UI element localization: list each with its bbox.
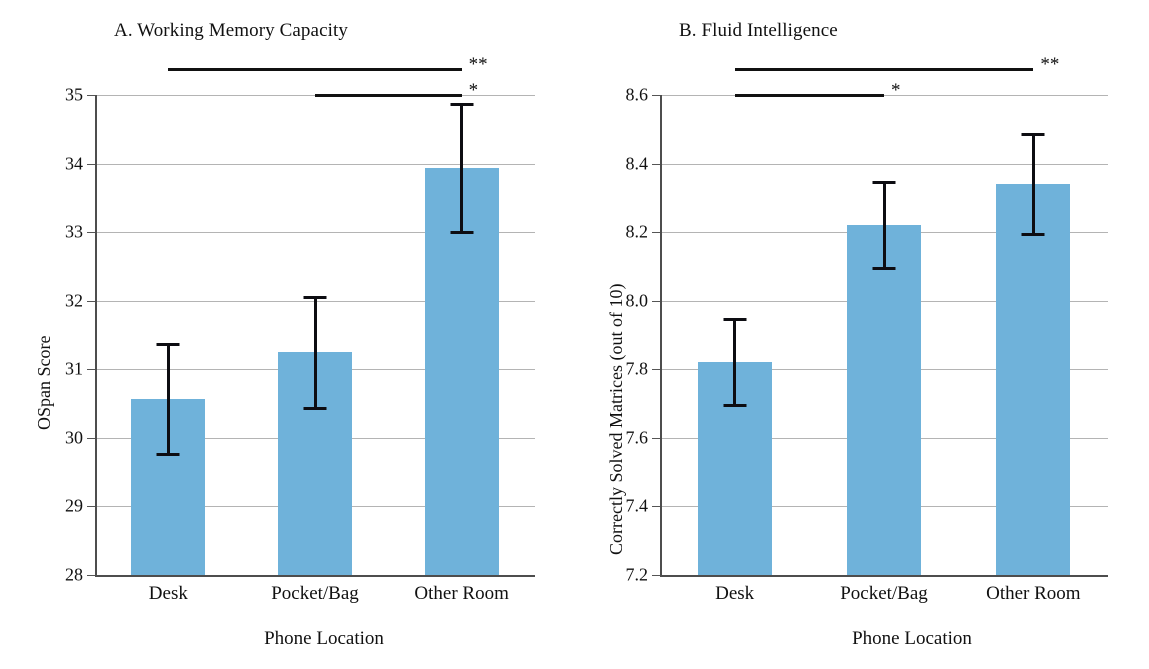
chart-panel-b: B. Fluid Intelligence Correctly Solved M… — [574, 0, 1148, 669]
y-axis-tick-label: 30 — [65, 427, 83, 448]
error-bar-cap — [1021, 132, 1045, 136]
y-axis-tick — [652, 506, 660, 508]
error-bar-cap — [450, 103, 474, 107]
error-bar — [733, 317, 737, 407]
y-axis-tick — [87, 232, 95, 234]
x-axis-line — [95, 575, 535, 577]
x-axis-tick-label: Other Room — [986, 583, 1081, 604]
y-axis-line — [660, 95, 662, 576]
y-axis-tick — [87, 95, 95, 96]
y-axis-tick — [87, 300, 95, 302]
y-axis-tick-label: 31 — [65, 358, 83, 379]
y-axis-tick-label: 29 — [65, 495, 83, 516]
gridline — [95, 163, 535, 165]
x-axis-tick-label: Desk — [148, 583, 188, 604]
significance-bracket — [734, 68, 1034, 71]
y-axis-tick — [652, 369, 660, 371]
error-bar — [166, 343, 170, 457]
significance-bracket — [168, 68, 462, 71]
y-axis-tick-label: 8.2 — [625, 221, 649, 242]
error-bar-cap — [872, 266, 896, 270]
y-axis-tick-label: 35 — [65, 84, 83, 105]
panel-b-y-axis-label: Correctly Solved Matrices (out of 10) — [606, 283, 626, 555]
gridline — [95, 232, 535, 234]
y-axis-tick-label: 28 — [65, 564, 83, 585]
error-bar-cap — [156, 453, 180, 457]
bar-pocket-bag[interactable] — [847, 225, 921, 575]
y-axis-tick-label: 7.6 — [625, 427, 649, 448]
error-bar-cap — [723, 317, 747, 321]
y-axis-tick-label: 8.4 — [625, 153, 649, 174]
panel-a-y-axis-label: OSpan Score — [34, 335, 54, 430]
error-bar-cap — [723, 404, 747, 407]
significance-bracket — [315, 94, 462, 97]
gridline — [660, 95, 1108, 96]
x-axis-tick-label: Pocket/Bag — [840, 583, 928, 604]
x-axis-line — [660, 575, 1108, 577]
error-bar-cap — [1021, 232, 1045, 236]
y-axis-tick — [87, 369, 95, 371]
y-axis-tick — [652, 437, 660, 439]
error-bar-cap — [450, 231, 474, 235]
error-bar-cap — [303, 407, 327, 411]
y-axis-tick — [652, 300, 660, 302]
y-axis-tick-label: 34 — [65, 153, 83, 174]
error-bar — [313, 295, 317, 411]
y-axis-tick-label: 32 — [65, 290, 83, 311]
significance-marker: * — [468, 80, 479, 101]
y-axis-tick — [652, 232, 660, 234]
significance-marker: ** — [468, 54, 488, 75]
bar-other-room[interactable] — [424, 168, 499, 575]
error-bar — [460, 103, 464, 235]
panel-b-title: B. Fluid Intelligence — [679, 20, 838, 41]
error-bar-cap — [156, 343, 180, 347]
y-axis-tick-label: 7.8 — [625, 358, 649, 379]
y-axis-tick — [87, 437, 95, 439]
y-axis-tick — [652, 163, 660, 165]
significance-marker: * — [891, 80, 901, 101]
y-axis-tick-label: 8.6 — [625, 84, 649, 105]
y-axis-tick — [87, 506, 95, 508]
error-bar — [1031, 132, 1035, 236]
error-bar-cap — [303, 295, 327, 299]
y-axis-tick — [87, 575, 95, 576]
y-axis-tick — [87, 163, 95, 165]
significance-marker: ** — [1040, 54, 1060, 75]
y-axis-tick — [652, 575, 660, 576]
y-axis-tick-label: 33 — [65, 221, 83, 242]
error-bar-cap — [872, 180, 896, 184]
x-axis-tick-label: Desk — [715, 583, 755, 604]
y-axis-line — [95, 95, 97, 576]
y-axis-tick — [652, 95, 660, 96]
y-axis-tick-label: 8.0 — [625, 290, 649, 311]
x-axis-tick-label: Other Room — [414, 583, 509, 604]
panel-a-title: A. Working Memory Capacity — [114, 20, 348, 41]
x-axis-tick-label: Pocket/Bag — [271, 583, 359, 604]
y-axis-tick-label: 7.4 — [625, 495, 649, 516]
chart-panel-a: A. Working Memory Capacity OSpan Score P… — [0, 0, 574, 669]
panel-a-x-axis-label: Phone Location — [264, 628, 384, 649]
panel-b-x-axis-label: Phone Location — [852, 628, 972, 649]
significance-bracket — [734, 94, 884, 97]
gridline — [660, 163, 1108, 165]
y-axis-tick-label: 7.2 — [625, 564, 649, 585]
bar-other-room[interactable] — [996, 184, 1071, 575]
error-bar — [882, 180, 886, 270]
